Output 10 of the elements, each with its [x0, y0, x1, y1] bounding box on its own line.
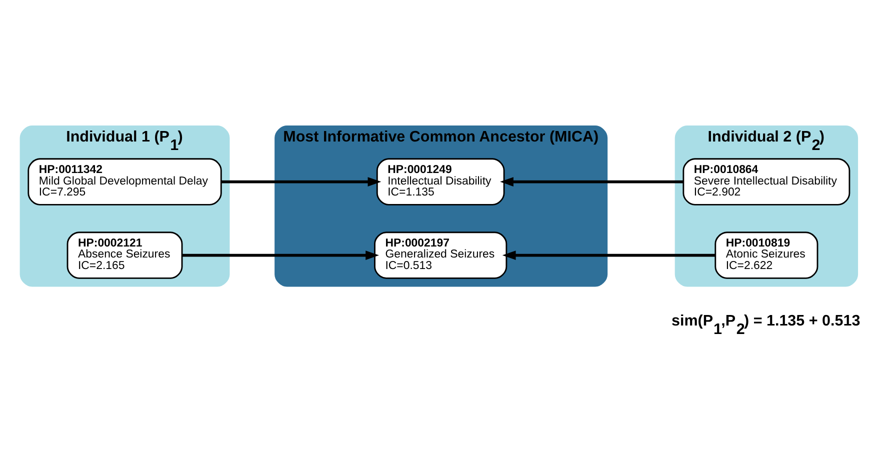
node-box: HP:0002197 Generalized Seizures IC=0.513 — [374, 231, 508, 278]
arrow — [221, 176, 382, 186]
node-box: HP:0011342 Mild Global Developmental Delay IC=7.295 — [28, 158, 222, 205]
node-box: HP:0010864 Severe Intellectual Disability IC=2.902 — [682, 158, 850, 205]
node-box: HP:0010819 Atonic Seizures IC=2.622 — [714, 231, 818, 278]
arrow — [182, 250, 379, 260]
node-box: HP:0002121 Absence Seizures IC=2.165 — [66, 231, 183, 278]
arrow — [500, 176, 684, 186]
arrow — [502, 250, 716, 260]
node-box: HP:0001249 Intellectual Disability IC=1.135 — [376, 158, 505, 205]
